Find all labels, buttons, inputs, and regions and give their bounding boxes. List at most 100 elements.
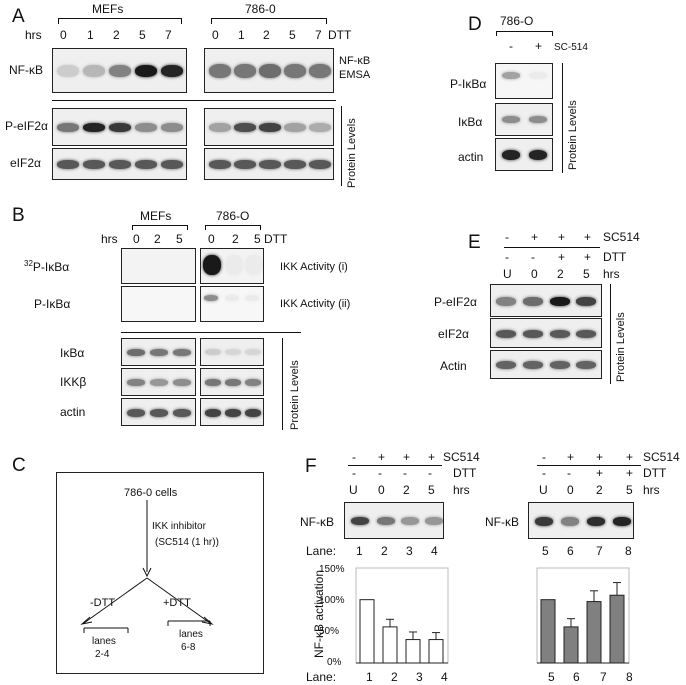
flow-plus-dtt: +DTT <box>163 597 191 609</box>
blot-band <box>245 409 261 417</box>
f-left-hrs-label: hrs <box>453 483 470 497</box>
blot-band <box>425 517 443 525</box>
f-lane-top-left-0: 1 <box>356 544 363 558</box>
row-label-actin-d: actin <box>458 150 484 164</box>
blot-band <box>173 349 191 356</box>
dtt-label-b: DTT <box>264 232 288 246</box>
blot-band <box>550 330 570 338</box>
blot-band <box>225 255 243 275</box>
blot-band <box>161 160 183 169</box>
blot-band <box>205 409 221 417</box>
f-ytick-3: 150% <box>319 564 345 575</box>
row-label-actin-e: Actin <box>440 359 467 373</box>
f-left-dtt-label: DTT <box>453 466 477 480</box>
b-hour-786-0: 0 <box>208 232 215 246</box>
protein-levels-label-b: Protein Levels <box>289 360 301 430</box>
p32-superscript: 32 <box>24 259 33 268</box>
f-lane-top-right-3: 8 <box>625 544 632 558</box>
bar-lane-1 <box>359 599 375 664</box>
f-lane-bottom-right-2: 7 <box>600 670 607 684</box>
flow-lanes-right-1: lanes <box>179 629 203 640</box>
f-right-sc-label: SC514 <box>643 450 680 464</box>
blot-band <box>205 349 221 355</box>
flow-cells-label: 786-0 cells <box>124 487 178 499</box>
blot-a-peif2a-786 <box>204 108 334 146</box>
row-label-p-eif2a: P-eIF2α <box>5 119 48 133</box>
blot-band <box>245 255 263 275</box>
e-dtt-sign-3: + <box>584 250 592 264</box>
e-sc-sign-3: + <box>584 230 592 244</box>
blot-b-pikba-786 <box>200 286 264 322</box>
blot-band <box>351 517 369 525</box>
blot-band <box>535 517 553 526</box>
a-hour-mefs-2: 2 <box>113 28 120 42</box>
blot-band <box>161 65 183 77</box>
blot-band <box>205 379 221 386</box>
blot-e-peif2a <box>490 284 602 317</box>
blot-band <box>401 517 419 525</box>
blot-band <box>284 160 306 169</box>
protein-levels-label-e: Protein Levels <box>615 312 627 382</box>
blot-band <box>309 64 331 78</box>
f-left-time-0: U <box>349 483 358 497</box>
ikk-activity-ii-label: IKK Activity (ii) <box>280 298 351 310</box>
f-left-time-1: 0 <box>378 483 385 497</box>
blot-b-32p-786 <box>200 248 264 284</box>
blot-band <box>245 379 261 386</box>
e-sc-sign-1: + <box>531 230 539 244</box>
f-lane-bottom-left-3: 4 <box>441 670 448 684</box>
blot-band <box>150 379 168 386</box>
blot-band <box>135 65 157 77</box>
chart-nfkb-activation-left <box>355 567 449 664</box>
blot-b-pikba-mefs <box>121 286 196 322</box>
e-dtt-label: DTT <box>603 250 627 264</box>
blot-d-pikba <box>495 63 553 99</box>
a-hour-786-4: 7 <box>315 28 322 42</box>
f-left-time-2: 2 <box>403 483 410 497</box>
blot-a-eif2a-786 <box>204 148 334 180</box>
blot-band <box>245 349 261 355</box>
blot-b-actin-786 <box>200 398 264 426</box>
blot-a-peif2a-mefs <box>52 108 187 146</box>
f-right-dtt-sign-2: + <box>596 466 604 480</box>
blot-a-nfkb-786 <box>204 48 334 93</box>
f-right-sc-sign-0: - <box>542 450 546 464</box>
e-dtt-sign-1: - <box>531 250 535 264</box>
flow-minus-dtt: -DTT <box>90 597 116 609</box>
f-left-sc-sign-2: + <box>403 450 411 464</box>
f-lane-top-left-2: 3 <box>406 544 413 558</box>
bar-lane-3 <box>405 639 421 664</box>
blot-band <box>135 160 157 169</box>
panel-e-letter: E <box>468 232 481 253</box>
blot-band <box>83 123 105 132</box>
blot-band <box>377 517 395 525</box>
f-right-hrs-label: hrs <box>643 483 660 497</box>
f-right-dtt-sign-3: + <box>626 466 634 480</box>
f-lane-label-top: Lane: <box>306 544 337 558</box>
row-label-32p-ikba: 32P-IκBα <box>24 259 69 274</box>
blot-band <box>225 349 241 355</box>
blot-band <box>204 295 218 301</box>
blot-band <box>109 123 131 132</box>
protein-levels-bracket-b <box>282 338 283 430</box>
row-label-ikba-b: IκBα <box>60 346 85 360</box>
f-lane-bottom-right-3: 8 <box>626 670 633 684</box>
f-left-dtt-sign-2: - <box>403 466 407 480</box>
blot-band <box>150 409 168 417</box>
blot-b-ikkb-786 <box>200 368 264 396</box>
blot-band <box>259 123 281 132</box>
e-dtt-sign-0: - <box>505 250 509 264</box>
blot-band <box>234 160 256 169</box>
b-hour-mefs-2: 5 <box>176 232 183 246</box>
blot-band <box>83 65 105 77</box>
protein-levels-bracket-d <box>562 63 563 173</box>
row-label-ikkb: IKKβ <box>60 375 87 389</box>
panel-d-letter: D <box>468 14 482 35</box>
hrs-label-b: hrs <box>101 232 118 246</box>
row-label-eif2a: eIF2α <box>10 156 41 170</box>
b-hour-786-1: 2 <box>232 232 239 246</box>
f-lane-label-bottom: Lane: <box>306 670 337 684</box>
blot-band <box>613 517 631 526</box>
f-left-dtt-sign-1: - <box>378 466 382 480</box>
f-right-sc-sign-2: + <box>596 450 604 464</box>
